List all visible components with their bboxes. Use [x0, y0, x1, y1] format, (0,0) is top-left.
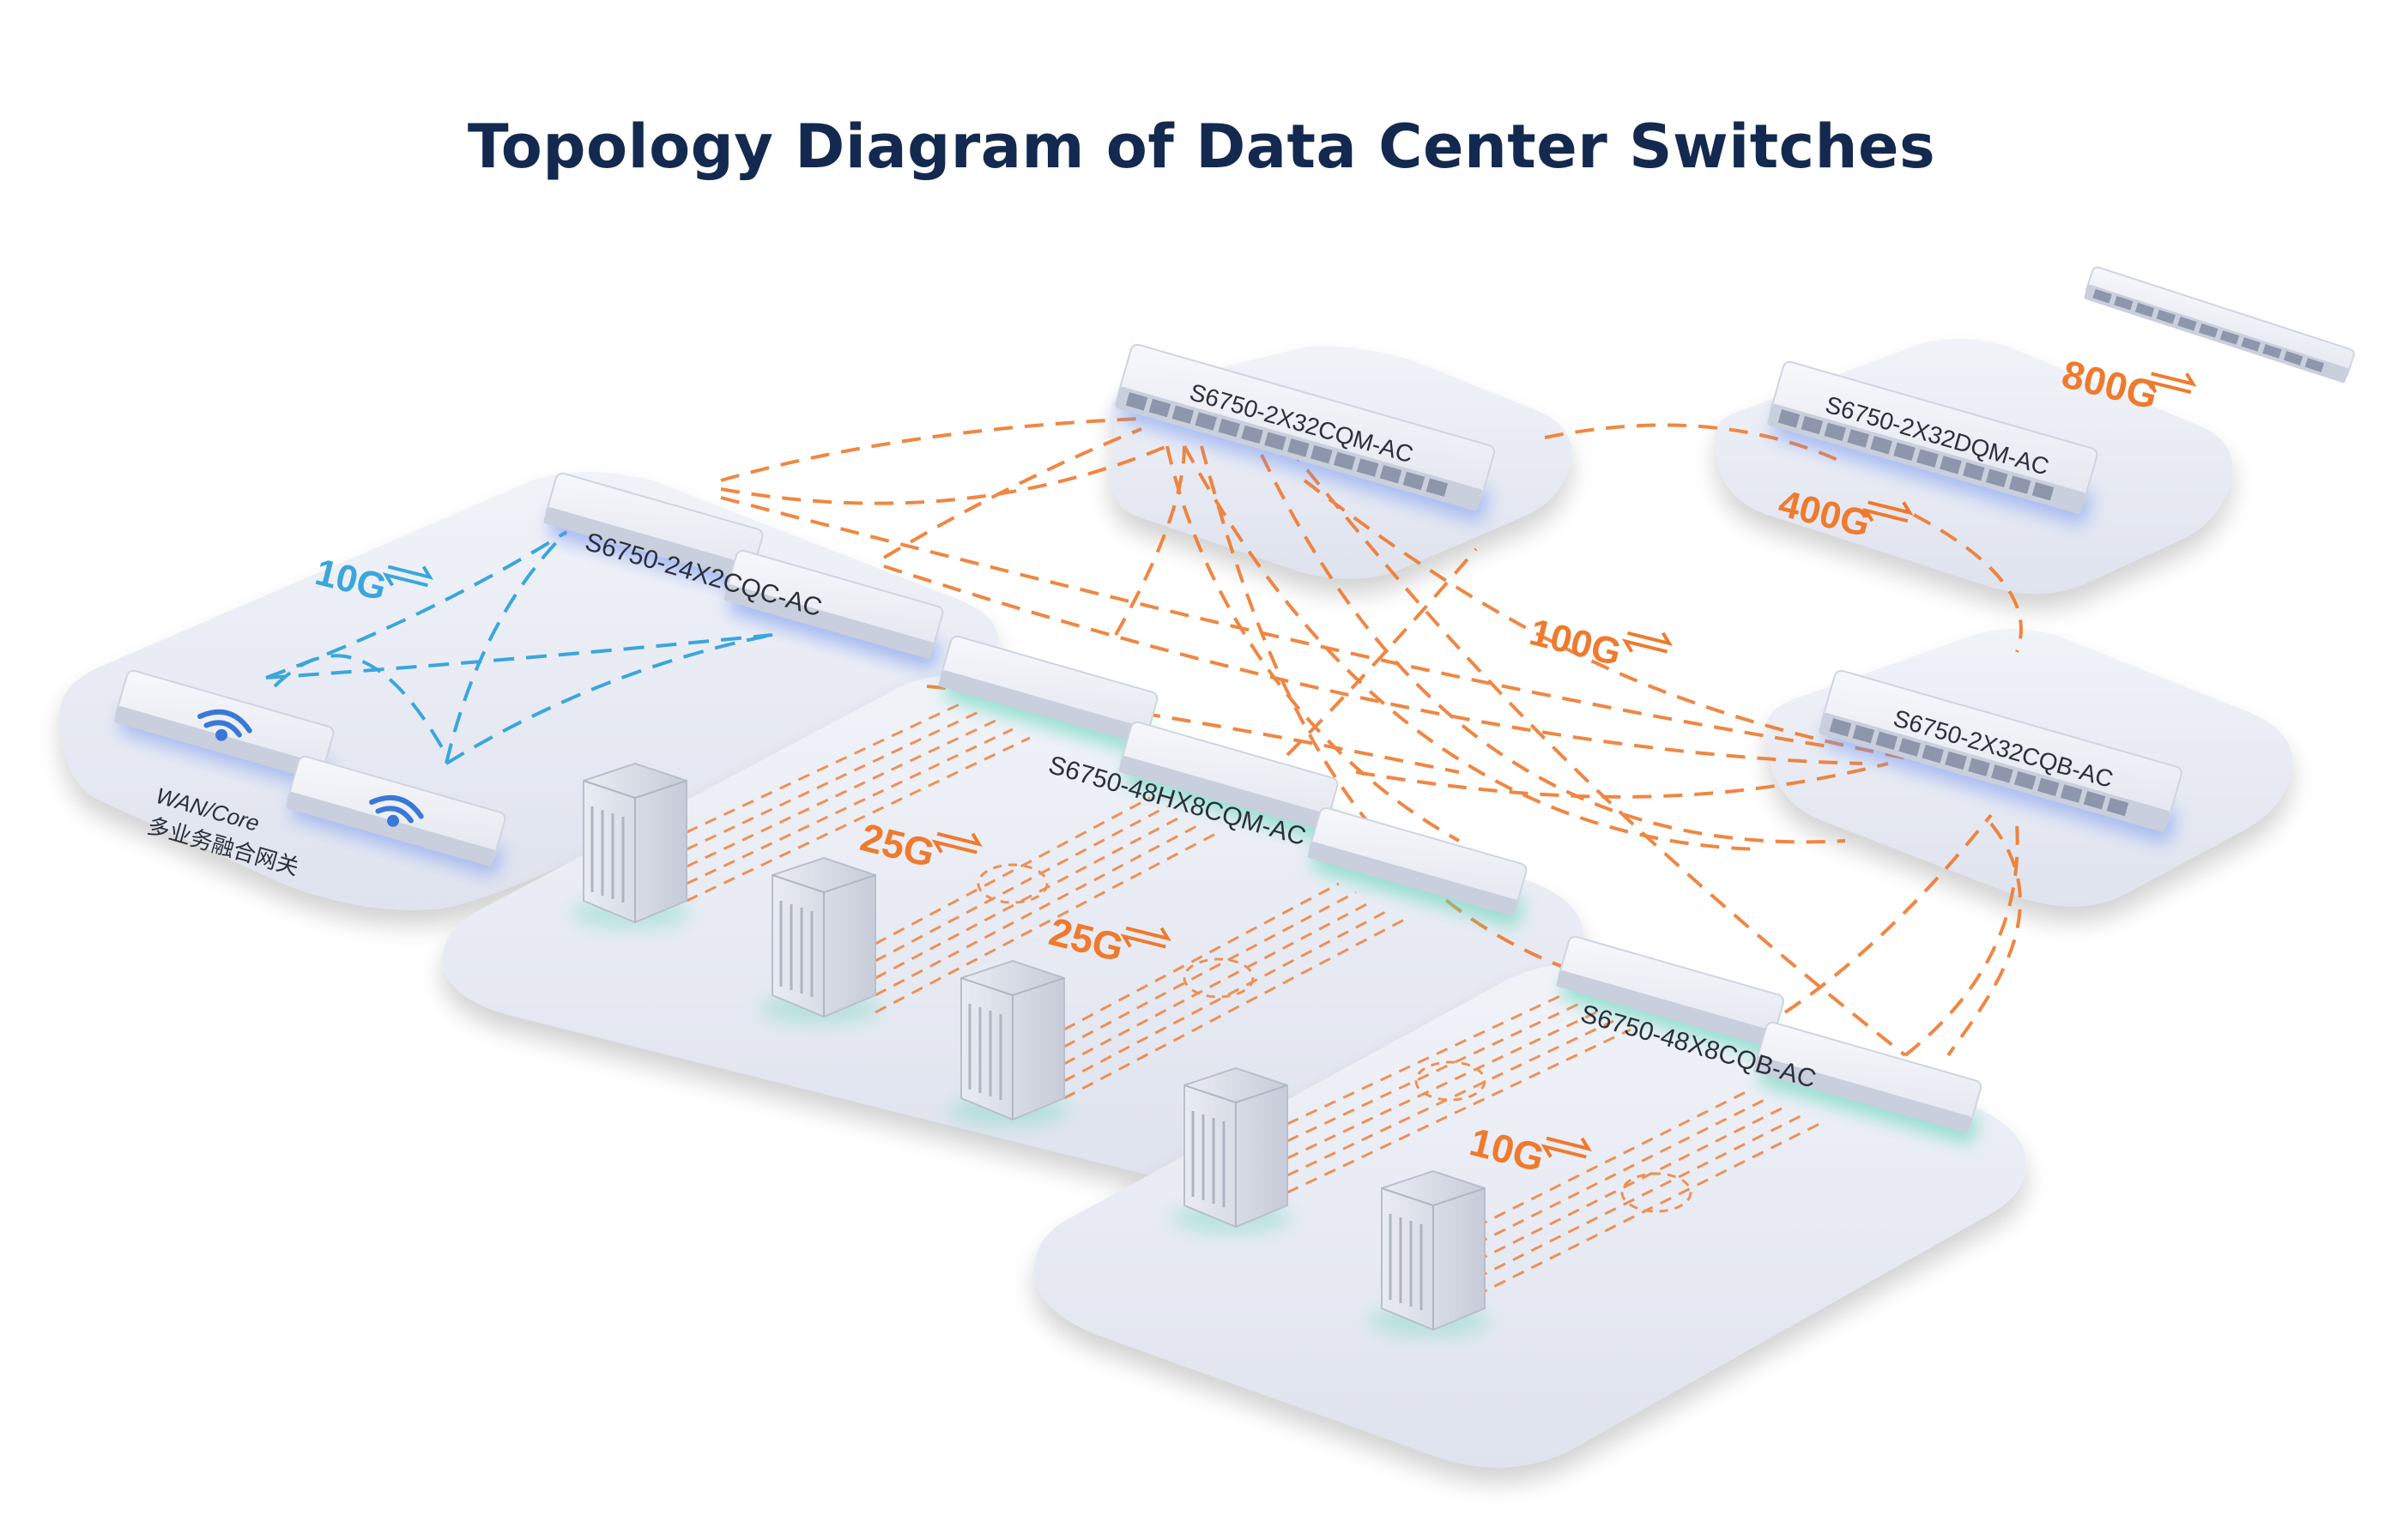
link-group-campus	[265, 530, 773, 765]
switch-leaf-25g-c[interactable]	[1304, 806, 1534, 928]
link-arrows-icon	[1621, 631, 1674, 654]
switch-top-far[interactable]	[2084, 266, 2356, 383]
wifi-icon	[197, 709, 252, 741]
switch-spine-right[interactable]: S6750-2X32CQB-AC	[1815, 669, 2189, 844]
server-rack-icon	[571, 762, 691, 929]
server-rack-icon	[948, 959, 1068, 1126]
svg-text:100G: 100G	[1526, 611, 1625, 674]
page-title: Topology Diagram of Data Center Switches	[467, 112, 1936, 182]
switch-leaf-25g-a[interactable]	[935, 635, 1165, 757]
link-arrows-icon	[1540, 1136, 1592, 1159]
link-arrows-icon	[382, 565, 434, 588]
link-arrows-icon	[1120, 926, 1171, 949]
server-rack-icon	[1171, 1066, 1292, 1234]
gateway-a[interactable]	[112, 669, 342, 791]
server-rack-icon	[1369, 1169, 1489, 1337]
switch-campus-core-b[interactable]	[721, 549, 951, 671]
server-rack-icon	[760, 856, 880, 1024]
speed-100g: 100G	[1526, 611, 1674, 674]
switch-leaf-10g-a[interactable]	[1553, 935, 1792, 1060]
switch-leaf-25g-b[interactable]	[1116, 721, 1346, 842]
link-arrows-icon	[2146, 371, 2197, 395]
link-arrows-icon	[931, 831, 983, 855]
switch-leaf-10g-b[interactable]	[1751, 1021, 1989, 1145]
wifi-icon	[369, 794, 424, 827]
gateway-b[interactable]	[283, 755, 513, 877]
platform-leaf-10g	[1034, 964, 2027, 1468]
link-group-servers-10g	[1286, 993, 1820, 1297]
link-group-servers-25g	[686, 702, 1408, 1100]
link-arrows-icon	[1862, 500, 1914, 523]
